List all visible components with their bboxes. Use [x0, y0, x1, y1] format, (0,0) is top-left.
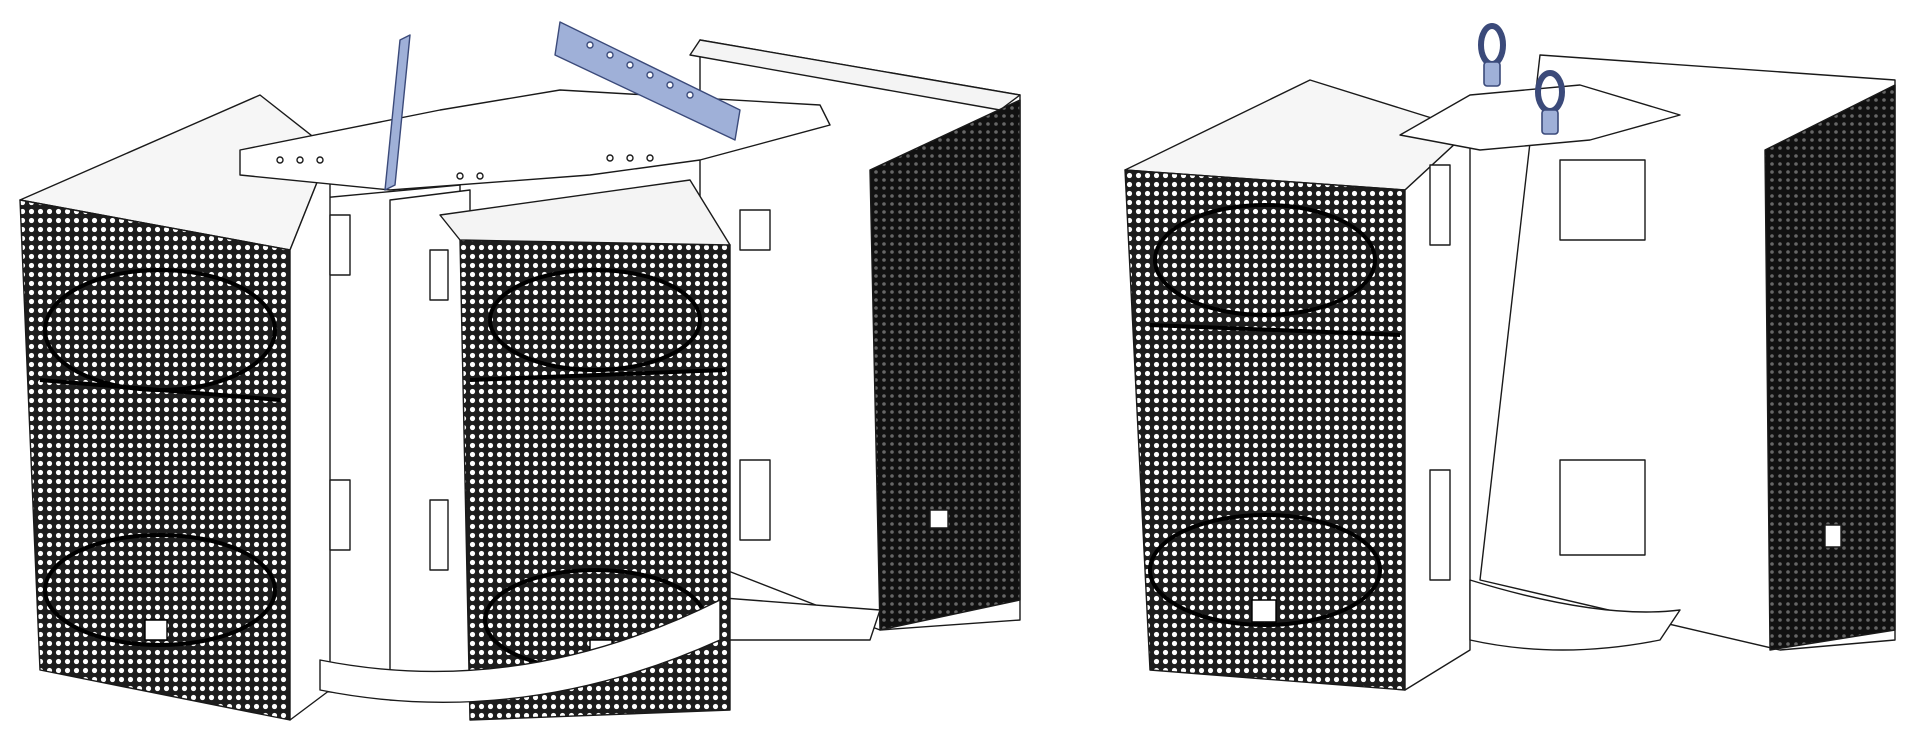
handle-pocket — [739, 209, 771, 251]
cabinet-center — [429, 179, 771, 721]
handle-pocket — [329, 214, 351, 276]
handle-pocket — [1559, 159, 1646, 241]
woofer-outline — [1148, 203, 1401, 627]
grille-mesh — [1764, 84, 1896, 651]
woofer-outline — [39, 268, 281, 647]
bottom-plate — [319, 599, 721, 703]
handle-pocket — [739, 459, 771, 541]
handle-pocket — [429, 499, 449, 571]
logo-badge — [144, 619, 168, 641]
handle-pocket — [429, 249, 449, 301]
handle-pocket — [1429, 164, 1451, 246]
left-speaker-array — [19, 21, 1021, 721]
bottom-plate — [1469, 579, 1681, 651]
shackle-icon — [1535, 70, 1565, 135]
rigging-frame — [1399, 84, 1681, 151]
cabinet-front — [1124, 79, 1471, 691]
cabinet-left — [19, 94, 351, 721]
mounting-bar-vertical — [384, 34, 411, 191]
mounting-bar-horizontal — [554, 21, 741, 141]
shackle-icon — [1478, 23, 1506, 87]
handle-pocket — [1429, 469, 1451, 581]
right-speaker-array — [1124, 23, 1896, 691]
logo-badge — [1824, 524, 1842, 548]
handle-pocket — [329, 479, 351, 551]
logo-badge — [1251, 599, 1277, 623]
cabinet-rear — [1479, 54, 1896, 651]
handle-pocket — [1559, 459, 1646, 556]
grille-mesh — [19, 199, 291, 721]
logo-badge — [929, 509, 949, 529]
grille-mesh — [869, 99, 1021, 631]
